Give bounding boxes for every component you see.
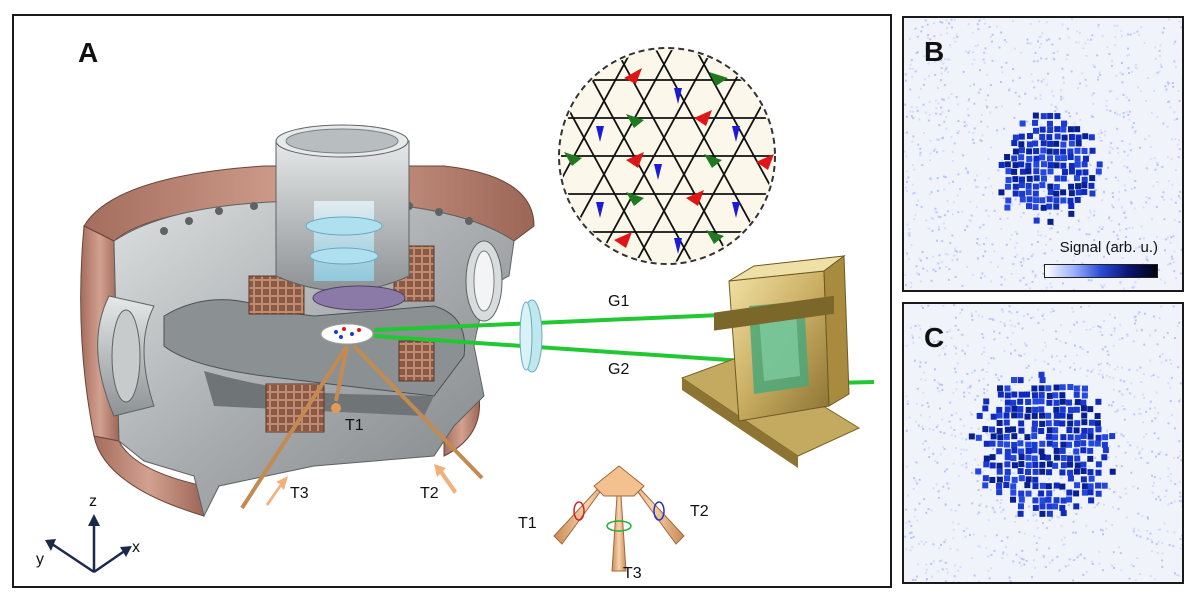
spin-arrows — [564, 68, 774, 254]
axis-label-z: z — [89, 493, 97, 510]
label-g1: G1 — [608, 293, 629, 310]
spin-arrow-green — [706, 230, 724, 244]
beam-geometry-inset — [553, 465, 685, 572]
axis-label-y: y — [36, 551, 44, 568]
spin-arrow-blue — [654, 164, 662, 180]
spin-arrow-green — [704, 154, 722, 168]
spin-arrow-blue — [674, 88, 682, 104]
panel-label-c: C — [924, 322, 945, 353]
spin-arrow-red — [694, 110, 712, 126]
inset-label-t2: T2 — [690, 503, 709, 520]
spin-arrow-red — [624, 68, 642, 84]
spin-arrow-red — [614, 232, 632, 248]
spin-arrow-green — [626, 114, 644, 128]
inset-label-t1: T1 — [518, 515, 537, 532]
apparatus-illustration: A G1 G2 T1 T3 T2 T1 T2 T3 z x y — [36, 37, 875, 582]
beam-g2 — [373, 334, 745, 363]
panel-label-a: A — [78, 37, 98, 68]
spin-arrow-red — [626, 152, 644, 168]
spin-arrow-blue — [674, 238, 682, 254]
spin-arrow-green — [709, 72, 728, 86]
beam-t2 — [352, 344, 484, 480]
atom-cloud — [320, 323, 374, 345]
label-t3: T3 — [290, 485, 309, 502]
atom-image-c — [904, 304, 1182, 582]
optics-module — [680, 255, 861, 468]
label-t1: T1 — [345, 417, 364, 434]
colorbar-label: Signal (arb. u.) — [1059, 239, 1158, 256]
beam-t1 — [331, 345, 349, 413]
atom-image-b — [904, 18, 1182, 290]
panel-label-b: B — [924, 36, 945, 67]
background-noise — [904, 18, 1182, 290]
coordinate-axes — [45, 514, 132, 574]
spin-arrow-green — [564, 152, 582, 166]
polarization-ring-green — [606, 520, 632, 532]
axis-label-x: x — [132, 539, 140, 556]
arrow-t3 — [266, 476, 288, 506]
beam-t3 — [240, 344, 349, 510]
label-g2: G2 — [608, 361, 629, 378]
spin-arrow-blue — [732, 126, 740, 142]
panel-a: A G1 G2 T1 T3 T2 T1 T2 T3 z x y — [12, 14, 892, 588]
spin-arrow-red — [686, 190, 704, 206]
atom-distribution — [998, 112, 1103, 225]
arrow-t2 — [434, 464, 457, 494]
spin-arrow-red — [756, 154, 774, 170]
panel-c: C — [902, 302, 1184, 584]
spin-arrow-blue — [596, 126, 604, 142]
inset-label-t3: T3 — [623, 565, 642, 582]
lens — [519, 299, 543, 373]
spin-arrow-blue — [596, 202, 604, 218]
label-t2: T2 — [420, 485, 439, 502]
panel-b: B Signal (arb. u.) — [902, 16, 1184, 292]
objective-tube — [275, 124, 410, 311]
beam-g1 — [373, 312, 745, 332]
coil-lower-right — [398, 340, 435, 382]
spin-arrow-blue — [732, 202, 740, 218]
atom-distribution — [968, 371, 1116, 517]
spin-arrow-green — [626, 192, 644, 206]
polarization-ring-blue — [653, 501, 665, 521]
colorbar — [1044, 264, 1158, 278]
polarization-ring-red — [573, 501, 585, 521]
lattice-inset — [558, 47, 776, 265]
